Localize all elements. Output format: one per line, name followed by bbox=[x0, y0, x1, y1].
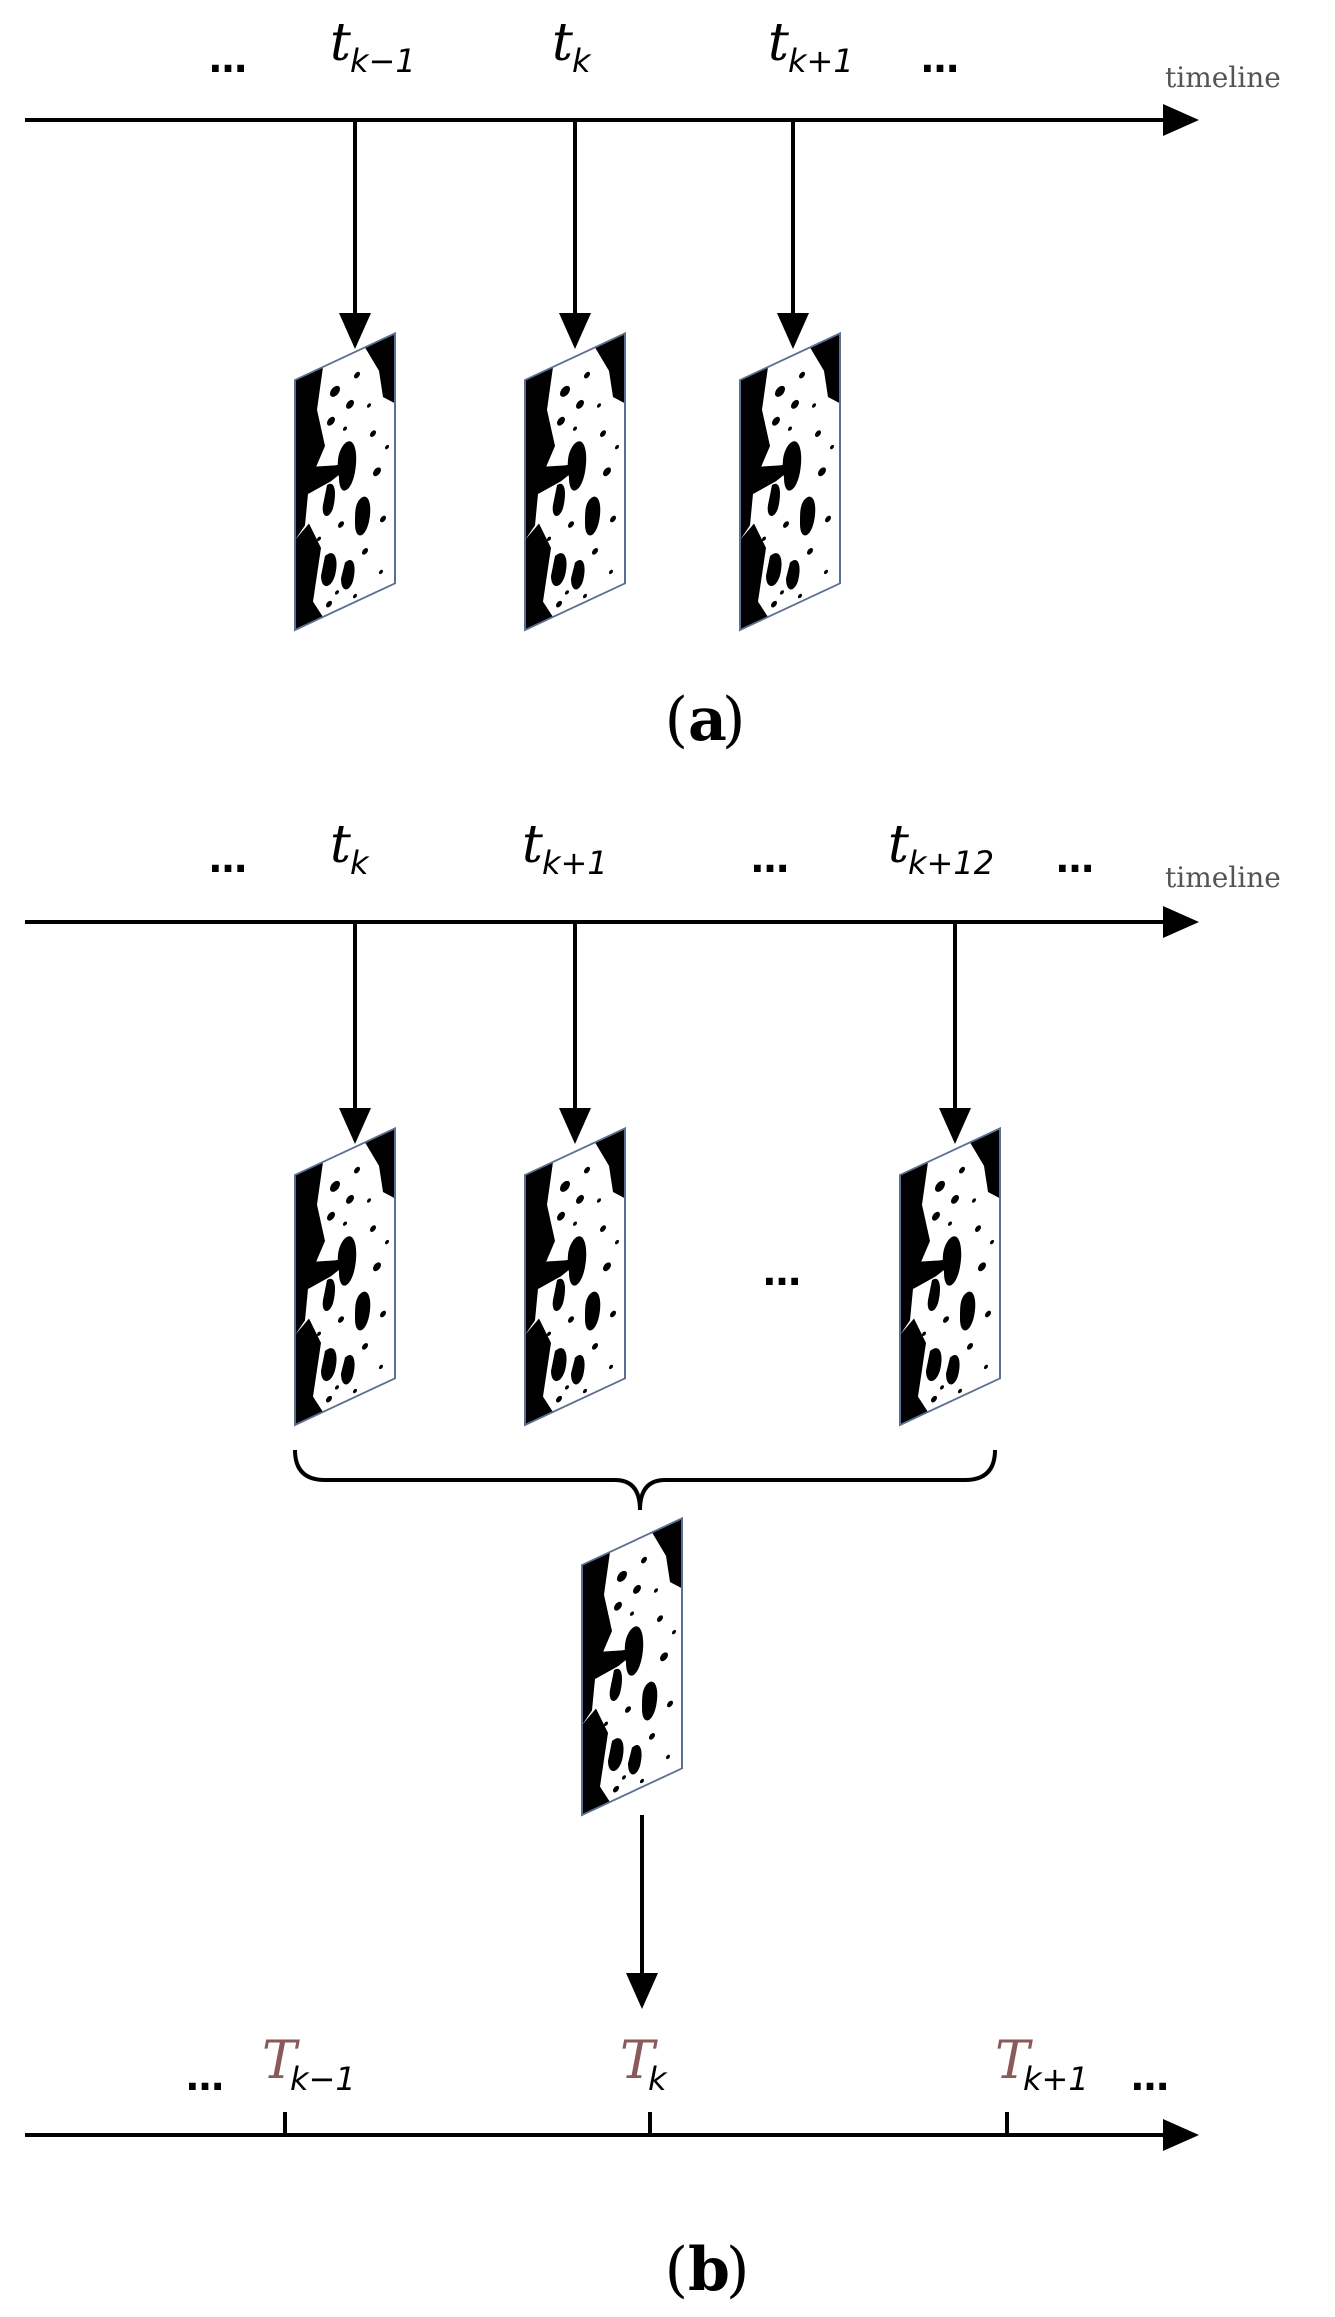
svg-text:k: k bbox=[648, 2060, 668, 2098]
svg-text:t: t bbox=[330, 13, 351, 73]
panel-b-tick-label-1: t k+1 bbox=[522, 815, 608, 882]
panel-a-caption: ( a ) bbox=[665, 685, 746, 755]
panel-b: timeline … … … t k t k+1 t k+12 … … bbox=[25, 815, 1281, 2305]
svg-text:T: T bbox=[262, 2031, 300, 2091]
svg-text:t: t bbox=[330, 815, 351, 875]
panel-a-tick-label-0: t k−1 bbox=[330, 13, 416, 80]
panel-b-output-dots-left: … bbox=[186, 2055, 224, 2099]
svg-text:k+1: k+1 bbox=[1023, 2060, 1089, 2098]
panel-b-aggregation-brace bbox=[293, 1449, 997, 1511]
svg-text:): ) bbox=[722, 685, 745, 755]
panel-b-tick-label-0: t k bbox=[330, 815, 370, 882]
panel-b-frame-2 bbox=[900, 1128, 1000, 1425]
svg-text:t: t bbox=[552, 13, 573, 73]
panel-a-dots-left: … bbox=[209, 37, 247, 81]
svg-text:T: T bbox=[620, 2031, 658, 2091]
svg-text:t: t bbox=[522, 815, 543, 875]
panel-b-caption: ( b ) bbox=[665, 2235, 750, 2305]
panel-b-aggregated-frame bbox=[582, 1518, 682, 1815]
svg-text:): ) bbox=[726, 2235, 749, 2305]
svg-text:t: t bbox=[768, 13, 789, 73]
panel-b-output-label-0: T k−1 bbox=[262, 2031, 356, 2098]
svg-text:k+12: k+12 bbox=[908, 844, 994, 882]
svg-text:k: k bbox=[572, 42, 592, 80]
svg-text:k−1: k−1 bbox=[350, 42, 416, 80]
panel-b-frames-dots: … bbox=[763, 1250, 801, 1294]
panel-a-frame-2 bbox=[740, 333, 840, 630]
panel-b-axis-label: timeline bbox=[1165, 861, 1281, 894]
panel-b-frame-1 bbox=[525, 1128, 625, 1425]
svg-text:(: ( bbox=[665, 685, 688, 755]
svg-text:k+1: k+1 bbox=[788, 42, 854, 80]
panel-b-dots-left: … bbox=[209, 837, 247, 881]
svg-text:k−1: k−1 bbox=[290, 2060, 356, 2098]
panel-a-frame-0 bbox=[295, 333, 395, 630]
panel-b-output-dots-right: … bbox=[1131, 2055, 1169, 2099]
panel-a-frame-1 bbox=[525, 333, 625, 630]
panel-b-output-label-1: T k bbox=[620, 2031, 668, 2098]
panel-b-tick-label-2: t k+12 bbox=[888, 815, 994, 882]
panel-a-dots-right: … bbox=[921, 37, 959, 81]
svg-text:b: b bbox=[688, 2235, 730, 2305]
svg-text:k: k bbox=[350, 844, 370, 882]
panel-b-dots-right: … bbox=[1056, 837, 1094, 881]
svg-text:a: a bbox=[688, 685, 727, 755]
panel-b-frame-0 bbox=[295, 1128, 395, 1425]
panel-a-axis-label: timeline bbox=[1165, 61, 1281, 94]
panel-b-output-label-2: T k+1 bbox=[995, 2031, 1089, 2098]
panel-a-tick-label-1: t k bbox=[552, 13, 592, 80]
panel-a: timeline … … t k−1 t k t k+1 ( a ) bbox=[25, 13, 1281, 755]
panel-a-tick-label-2: t k+1 bbox=[768, 13, 854, 80]
svg-text:T: T bbox=[995, 2031, 1033, 2091]
svg-text:k+1: k+1 bbox=[542, 844, 608, 882]
panel-b-dots-mid: … bbox=[751, 837, 789, 881]
svg-text:t: t bbox=[888, 815, 909, 875]
svg-text:(: ( bbox=[665, 2235, 688, 2305]
